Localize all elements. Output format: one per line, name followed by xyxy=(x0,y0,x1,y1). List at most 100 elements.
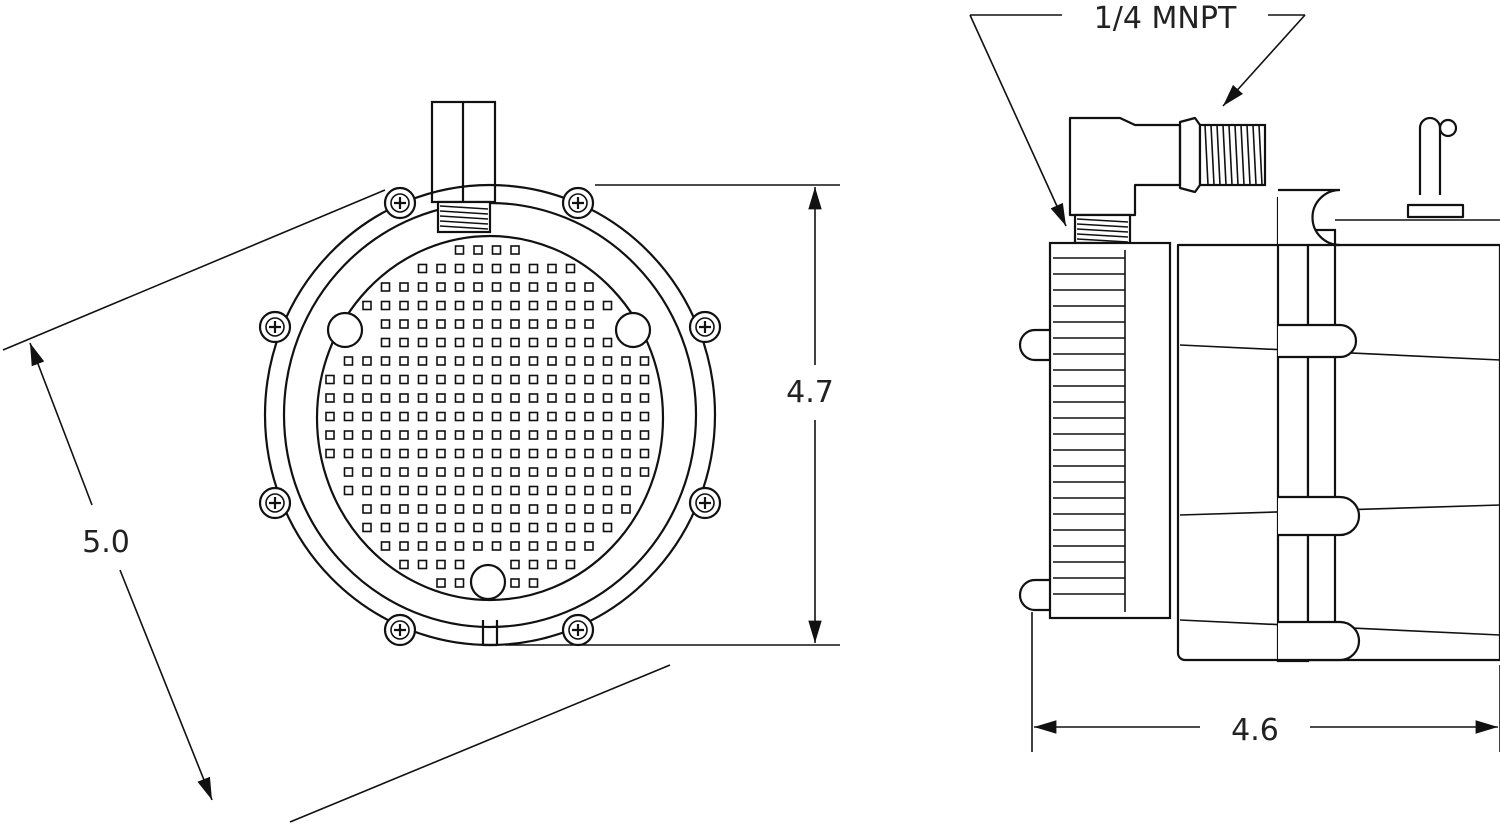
grille-hole xyxy=(325,411,335,422)
grille-hole xyxy=(417,541,428,551)
grille-hole xyxy=(547,319,557,329)
grille-hole xyxy=(547,485,557,496)
grille-hole xyxy=(473,467,483,477)
grille-hole xyxy=(510,559,520,570)
height-dimension: 4.7 xyxy=(505,184,840,646)
grille-hole xyxy=(528,522,539,533)
grille-hole xyxy=(473,504,483,514)
grille-hole xyxy=(436,374,446,385)
grille-hole xyxy=(436,300,446,311)
grille-hole xyxy=(602,300,613,311)
grille-hole xyxy=(584,467,594,477)
grille-hole xyxy=(399,485,409,496)
grille-hole xyxy=(565,467,576,477)
grille-hole xyxy=(528,430,539,440)
front-view xyxy=(258,100,722,647)
thread-side xyxy=(1073,123,1267,245)
grille-hole xyxy=(491,504,502,514)
grille-hole xyxy=(528,374,539,385)
grille-hole xyxy=(528,448,539,459)
grille-hole xyxy=(491,467,502,477)
grille-hole xyxy=(547,393,557,403)
grille-hole xyxy=(399,541,409,551)
grille-hole xyxy=(399,467,409,477)
grille-hole xyxy=(565,448,576,459)
grille-hole xyxy=(436,504,446,514)
grille-hole xyxy=(621,504,631,514)
grille-hole xyxy=(380,337,391,348)
grille-hole xyxy=(362,300,372,311)
height-label: 4.7 xyxy=(786,375,834,410)
grille-hole xyxy=(547,448,557,459)
grille-hole xyxy=(565,319,576,329)
grille-hole xyxy=(584,337,594,348)
grille-hole xyxy=(510,411,520,422)
motor-body xyxy=(1176,243,1500,662)
grille-hole xyxy=(528,467,539,477)
grille-hole xyxy=(528,541,539,551)
grille-hole xyxy=(343,411,354,422)
grille-hole xyxy=(621,485,631,496)
grille-hole xyxy=(510,578,520,588)
grille-hole xyxy=(380,522,391,533)
grille-hole xyxy=(325,393,335,403)
diagonal-dimension: 5.0 xyxy=(2,189,671,823)
length-label: 4.6 xyxy=(1231,713,1279,748)
grille-hole xyxy=(380,374,391,385)
flange xyxy=(1276,196,1310,663)
grille-hole xyxy=(399,356,409,366)
grille-hole xyxy=(547,522,557,533)
grille-hole xyxy=(399,430,409,440)
grille-hole xyxy=(417,319,428,329)
grille-hole xyxy=(584,374,594,385)
grille-hole xyxy=(417,300,428,311)
grille-hole xyxy=(380,485,391,496)
grille-hole xyxy=(491,411,502,422)
grille-hole xyxy=(362,522,372,533)
grille-hole xyxy=(454,393,465,403)
grille-hole xyxy=(417,356,428,366)
grille-hole xyxy=(491,263,502,274)
grille-hole xyxy=(528,282,539,292)
grille-hole xyxy=(584,541,594,551)
grille-hole xyxy=(473,319,483,329)
grille-hole xyxy=(639,374,650,385)
grille-hole xyxy=(473,374,483,385)
grille-hole xyxy=(510,504,520,514)
grille-hole xyxy=(362,411,372,422)
grille-hole xyxy=(417,337,428,348)
rib xyxy=(1278,323,1358,359)
grille-hole xyxy=(602,522,613,533)
grille-hole xyxy=(528,300,539,311)
grille-hole xyxy=(436,411,446,422)
grille-hole xyxy=(491,356,502,366)
grille-hole xyxy=(473,411,483,422)
grille-hole xyxy=(528,559,539,570)
grille-hole xyxy=(584,485,594,496)
grille-hole xyxy=(473,541,483,551)
side-view xyxy=(1018,116,1500,663)
grille-hole xyxy=(362,467,372,477)
grille-hole xyxy=(454,522,465,533)
grille-hole xyxy=(343,485,354,496)
grille-hole xyxy=(547,282,557,292)
grille-hole xyxy=(436,541,446,551)
mount-hole xyxy=(469,563,507,601)
grille-hole xyxy=(621,467,631,477)
screw-icon xyxy=(258,310,292,344)
grille-hole xyxy=(417,411,428,422)
grille-hole xyxy=(454,504,465,514)
grille-hole xyxy=(399,393,409,403)
grille-hole xyxy=(528,393,539,403)
grille-hole xyxy=(491,541,502,551)
grille-hole xyxy=(510,282,520,292)
grille-hole xyxy=(602,485,613,496)
grille-hole xyxy=(380,430,391,440)
grille-hole xyxy=(565,485,576,496)
grille-hole xyxy=(436,337,446,348)
grille-hole xyxy=(510,356,520,366)
grille-hole xyxy=(436,578,446,588)
grille-hole xyxy=(621,430,631,440)
grille-hole xyxy=(380,448,391,459)
grille-hole xyxy=(639,467,650,477)
